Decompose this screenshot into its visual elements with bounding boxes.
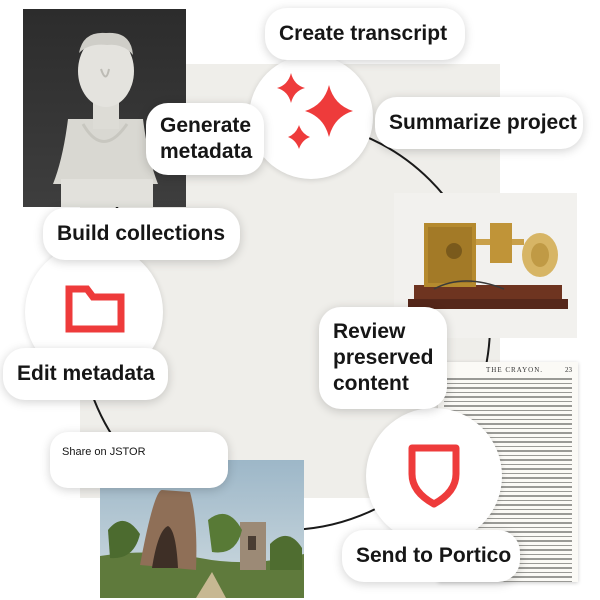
review-preserved-content-button[interactable]: Review preserved content bbox=[319, 307, 447, 409]
send-to-portico-label: Send to Portico bbox=[356, 544, 512, 567]
share-on-jstor-button[interactable]: Share on JSTOR bbox=[50, 432, 228, 488]
share-on-jstor-label: Share on JSTOR bbox=[62, 446, 146, 458]
shield-icon bbox=[408, 444, 460, 508]
generate-metadata-button[interactable]: Generate metadata bbox=[146, 103, 264, 175]
sparkle-icon bbox=[277, 73, 353, 149]
preservation-shield-circle bbox=[366, 408, 502, 544]
document-masthead: THE CRAYON. bbox=[486, 366, 544, 374]
review-preserved-content-label: Review preserved content bbox=[333, 320, 434, 395]
folder-icon bbox=[65, 285, 125, 333]
edit-metadata-button[interactable]: Edit metadata bbox=[3, 348, 168, 400]
ai-sparkle-circle bbox=[249, 55, 373, 179]
document-page-number: 23 bbox=[565, 366, 572, 374]
summarize-project-button[interactable]: Summarize project bbox=[375, 97, 583, 149]
create-transcript-label: Create transcript bbox=[279, 22, 448, 45]
create-transcript-button[interactable]: Create transcript bbox=[265, 8, 465, 60]
edit-metadata-label: Edit metadata bbox=[17, 362, 155, 385]
generate-metadata-label: Generate metadata bbox=[160, 114, 253, 163]
bust-sculpture-image bbox=[23, 9, 186, 207]
telegraph-instrument-image bbox=[394, 193, 577, 338]
build-collections-label: Build collections bbox=[57, 222, 226, 245]
send-to-portico-button[interactable]: Send to Portico bbox=[342, 530, 520, 582]
summarize-project-label: Summarize project bbox=[389, 111, 577, 134]
build-collections-button[interactable]: Build collections bbox=[43, 208, 240, 260]
